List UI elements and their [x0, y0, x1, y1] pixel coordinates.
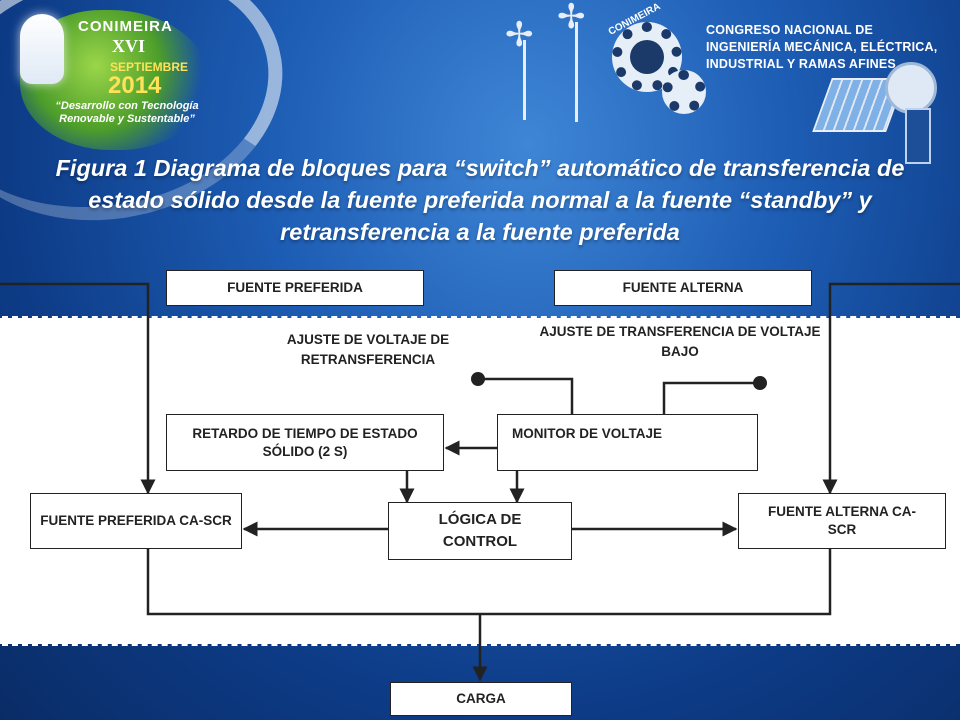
line-retransfer-adjust — [478, 377, 574, 414]
event-slogan: “Desarrollo con Tecnología Renovable y S… — [55, 100, 199, 125]
box-monitor: MONITOR DE VOLTAJE — [497, 414, 758, 471]
box-fuente-alterna: FUENTE ALTERNA — [554, 270, 812, 306]
line-transfer-adjust — [662, 381, 758, 414]
line-scr-pref-load — [146, 549, 832, 616]
box-scr-preferida: FUENTE PREFERIDA CA-SCR — [30, 493, 242, 549]
label-ajuste-transferencia: AJUSTE DE TRANSFERENCIA DE VOLTAJE BAJO — [539, 324, 821, 359]
label-ajuste-retransferencia: AJUSTE DE VOLTAJE DE RETRANSFERENCIA — [286, 332, 450, 367]
turbine-blades-icon: ✢ — [557, 0, 586, 36]
box-fuente-preferida: FUENTE PREFERIDA — [166, 270, 424, 306]
figure-title: Figura 1 Diagrama de bloques para “switc… — [55, 155, 905, 245]
event-edition: XVI — [112, 36, 146, 56]
box-scr-alterna: FUENTE ALTERNA CA-SCR — [738, 493, 946, 549]
map-icon — [630, 40, 664, 74]
organization-name: CONGRESO NACIONAL DE INGENIERÍA MECÁNICA… — [706, 23, 938, 71]
gear-small-icon — [662, 70, 706, 114]
line-preferred-source — [0, 282, 156, 495]
wind-turbine-icon — [523, 40, 526, 120]
event-month: SEPTIEMBRE — [110, 60, 189, 74]
wind-turbine-icon — [575, 22, 578, 122]
box-logica: LÓGICA DE CONTROL — [388, 502, 572, 560]
event-year: 2014 — [108, 72, 162, 99]
adjust-knob-retransfer — [471, 372, 485, 386]
event-name: CONIMEIRA — [78, 18, 173, 35]
turbine-blades-icon: ✢ — [505, 16, 534, 54]
box-retardo: RETARDO DE TIEMPO DE ESTADO SÓLIDO (2 S) — [166, 414, 444, 471]
box-carga: CARGA — [390, 682, 572, 716]
lightbulb-icon — [20, 14, 64, 84]
adjust-knob-transfer — [753, 376, 767, 390]
line-alternate-source — [822, 282, 960, 495]
antenna-post-icon — [905, 108, 931, 164]
